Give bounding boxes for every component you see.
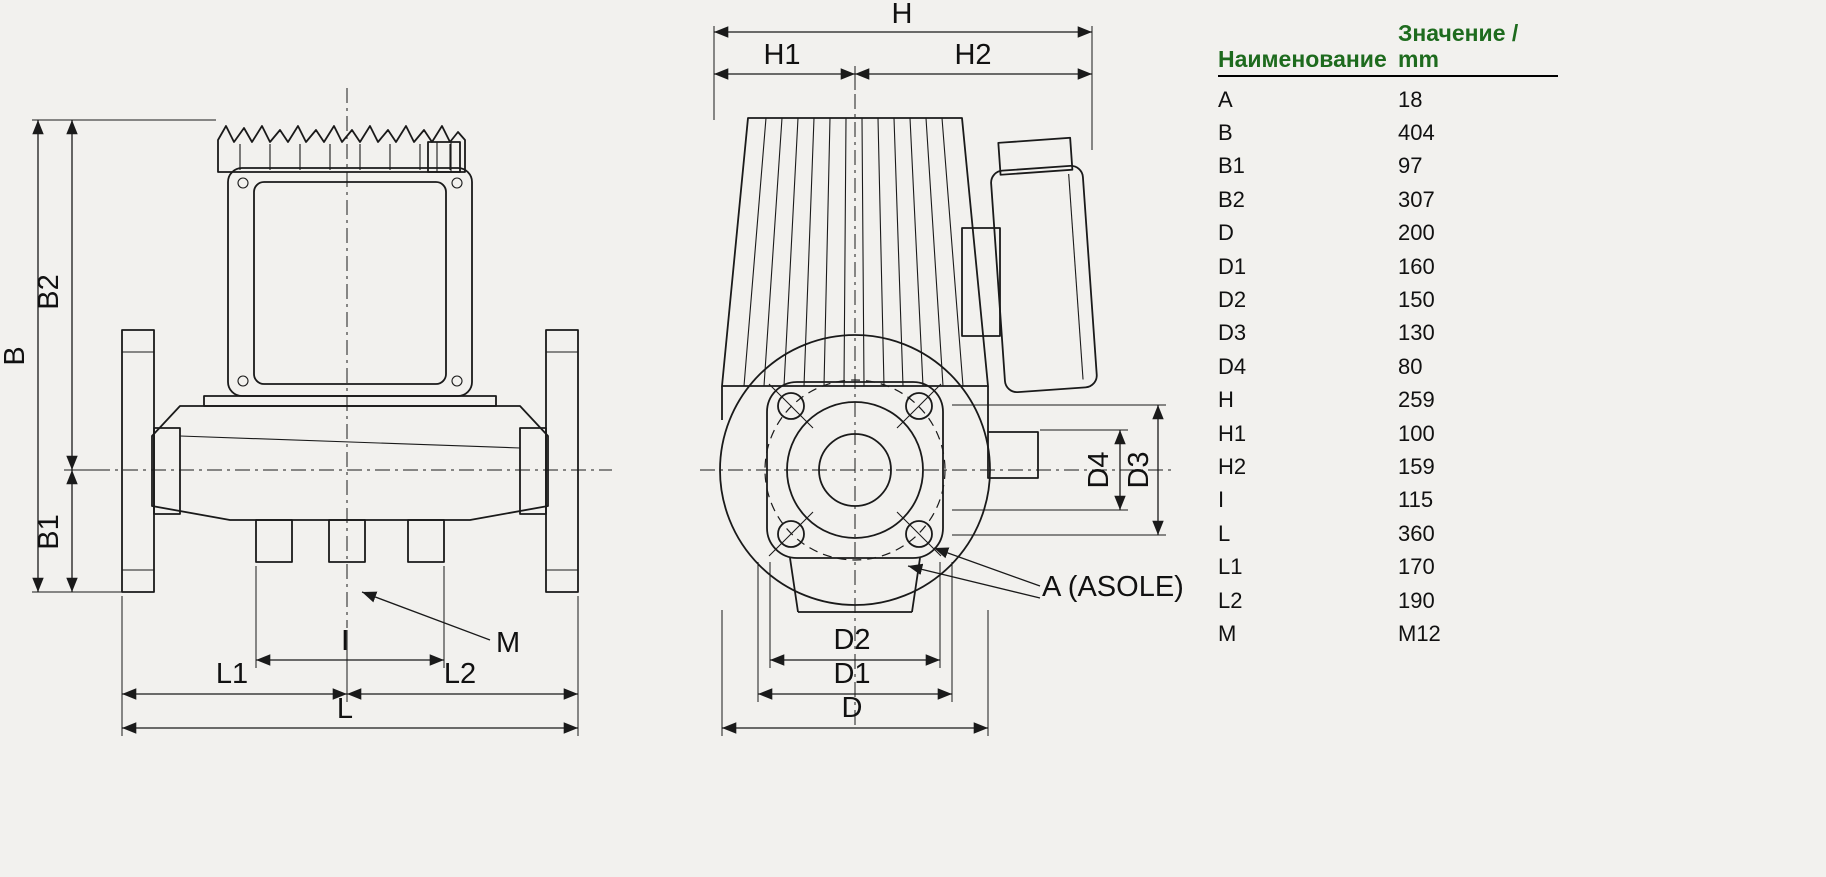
dim-label-H2: H2 [954, 39, 991, 71]
dim-name: I [1218, 487, 1225, 513]
dim-name: B1 [1218, 153, 1245, 179]
dim-value: 100 [1398, 420, 1435, 446]
dim-name: D1 [1218, 253, 1247, 279]
table-row: D4 80 [1218, 350, 1562, 383]
dim-value: 307 [1398, 186, 1435, 212]
dim-name: B2 [1218, 186, 1245, 212]
dim-value: 150 [1398, 287, 1435, 313]
table-row: B1 97 [1218, 150, 1562, 183]
dim-value: 404 [1398, 120, 1435, 146]
dim-value: 160 [1398, 253, 1435, 279]
dim-label-H: H [892, 0, 913, 30]
table-row: H2 159 [1218, 450, 1562, 483]
table-row: I 115 [1218, 484, 1562, 517]
table-row: H 259 [1218, 384, 1562, 417]
table-header-row: Наименование Значение / mm [1218, 20, 1562, 77]
table-row: M M12 [1218, 617, 1562, 650]
dim-label-H1: H1 [763, 39, 800, 71]
table-row: B 404 [1218, 116, 1562, 149]
dim-value: 97 [1398, 153, 1423, 179]
table-row: H1 100 [1218, 417, 1562, 450]
dim-label-M: M [496, 627, 520, 659]
dim-name: H [1218, 387, 1234, 413]
dim-value: 259 [1398, 387, 1435, 413]
dim-label-D4: D4 [1083, 451, 1115, 488]
dim-label-A-asole: A (ASOLE) [1042, 571, 1184, 603]
table-row: L 360 [1218, 517, 1562, 550]
dim-label-L2: L2 [444, 658, 476, 690]
dim-label-D3: D3 [1123, 451, 1155, 488]
dim-label-D: D [842, 692, 863, 724]
table-row: L2 190 [1218, 584, 1562, 617]
dim-name: B [1218, 120, 1233, 146]
table-row: D 200 [1218, 217, 1562, 250]
dim-label-B1: B1 [33, 514, 65, 549]
dim-label-D1: D1 [833, 658, 870, 690]
dim-name: L2 [1218, 587, 1243, 613]
dim-name: A [1218, 86, 1233, 112]
dim-value: 80 [1398, 353, 1423, 379]
dim-name: H2 [1218, 453, 1247, 479]
dim-label-B2: B2 [33, 274, 65, 309]
drawing-area: B B2 B1 M I L1 L2 L [0, 0, 1184, 736]
dim-label-I: I [341, 625, 349, 657]
side-view: H H1 H2 D4 D3 D2 D1 D [700, 0, 1184, 736]
table-header-value: Значение / mm [1398, 20, 1558, 77]
dim-name: D4 [1218, 353, 1247, 379]
dim-name: D3 [1218, 320, 1247, 346]
dim-name: D2 [1218, 287, 1247, 313]
table-row: B2 307 [1218, 183, 1562, 216]
table-row: D1 160 [1218, 250, 1562, 283]
table-header-name: Наименование [1218, 46, 1398, 77]
front-view: B B2 B1 M I L1 L2 L [0, 88, 612, 736]
table-body: A 18 B 404 B1 97 B2 307 D 200 D1 160 D2 150 D3 1… [1218, 83, 1562, 651]
dimension-table: Наименование Значение / mm A 18 B 404 B1 97… [1218, 20, 1562, 651]
table-row: A 18 [1218, 83, 1562, 116]
dim-name: D [1218, 220, 1234, 246]
dim-value: 170 [1398, 554, 1435, 580]
table-row: L1 170 [1218, 550, 1562, 583]
dim-label-B: B [0, 346, 31, 365]
dim-value: M12 [1398, 620, 1441, 646]
dim-name: L1 [1218, 554, 1243, 580]
dim-name: L [1218, 520, 1231, 546]
pump-dimension-drawing: B B2 B1 M I L1 L2 L [0, 0, 1184, 736]
table-row: D2 150 [1218, 283, 1562, 316]
dim-value: 190 [1398, 587, 1435, 613]
dim-value: 115 [1398, 487, 1434, 513]
dim-name: M [1218, 620, 1237, 646]
dim-name: H1 [1218, 420, 1247, 446]
dim-value: 130 [1398, 320, 1435, 346]
dim-label-L1: L1 [216, 658, 248, 690]
dim-value: 18 [1398, 86, 1423, 112]
table-row: D3 130 [1218, 317, 1562, 350]
dim-label-D2: D2 [833, 624, 870, 656]
dim-value: 159 [1398, 453, 1435, 479]
dim-value: 360 [1398, 520, 1435, 546]
dim-value: 200 [1398, 220, 1435, 246]
dim-label-L: L [337, 693, 353, 725]
